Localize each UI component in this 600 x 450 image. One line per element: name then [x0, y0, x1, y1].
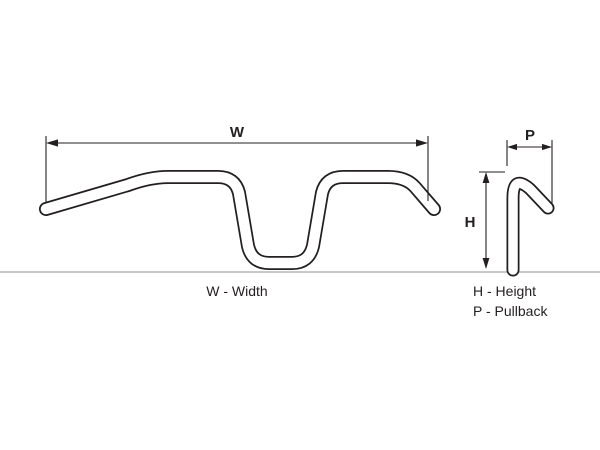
pullback-arrowhead-right-icon [542, 143, 552, 151]
handlebar-front-view [39, 170, 441, 270]
pullback-dimension: P [506, 127, 553, 204]
height-dimension-label: H [465, 214, 476, 231]
height-dimension: H [465, 171, 505, 269]
width-arrowhead-left-icon [46, 139, 58, 147]
width-dimension: W [45, 124, 429, 202]
height-arrowhead-top-icon [482, 172, 490, 183]
pullback-dimension-label: P [525, 127, 535, 144]
side-tube-fill [508, 178, 553, 275]
width-arrowhead-right-icon [416, 139, 428, 147]
width-dimension-label: W [230, 124, 245, 141]
pullback-caption: P - Pullback [473, 303, 548, 319]
height-caption: H - Height [473, 283, 536, 299]
front-view-caption: W - Width [206, 283, 267, 299]
front-tube-fill [40, 171, 440, 269]
handlebar-side-view [506, 176, 555, 277]
pullback-arrowhead-left-icon [507, 143, 517, 151]
height-arrowhead-bottom-icon [482, 258, 490, 269]
